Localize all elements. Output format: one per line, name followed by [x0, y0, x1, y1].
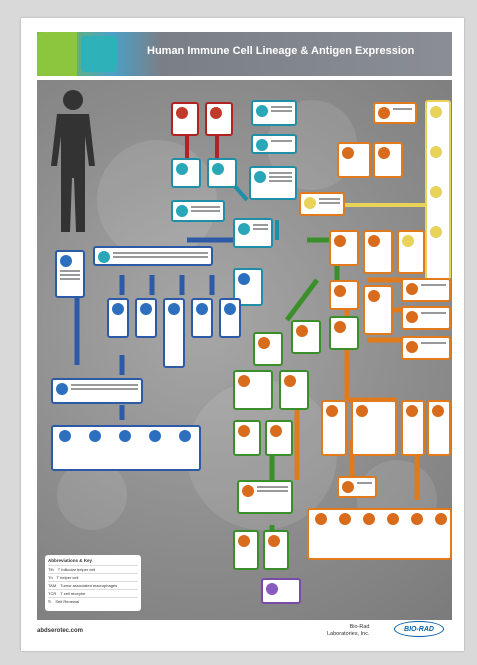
nk-t-cell-node [373, 142, 403, 178]
cd8-effector-t-cell-node [427, 400, 451, 456]
follicular-b-cell-node [233, 370, 273, 410]
marginal-zone-b-cell-node [279, 370, 309, 410]
cd8-memory-t-cell-node [401, 400, 425, 456]
t-helper-subsets-node [307, 508, 452, 560]
natural-killer-t-cell-node [401, 278, 451, 302]
gamma-delta-t-cell-node [401, 306, 451, 330]
plasmacytoid-dendritic-cell-node [337, 142, 371, 178]
basophil-node [135, 298, 157, 338]
natural-killer-cell-node [373, 102, 417, 124]
regulatory-t-cell-node [337, 476, 377, 498]
plasmablast-node [233, 530, 259, 570]
mast-cell-node [219, 298, 241, 338]
poster: Human Immune Cell Lineage & Antigen Expr… [21, 18, 464, 651]
common-lymphoid-progenitor-node [299, 192, 345, 216]
footer-company: Bio-Rad Laboratories, Inc. [327, 624, 370, 637]
double-negative-thymocyte-node [363, 230, 393, 274]
pro-b-cell-node [329, 230, 359, 266]
macrophage-node [51, 378, 143, 404]
self-renewal-icon: ↻ [48, 599, 52, 604]
footer-url[interactable]: abdserotec.com [37, 628, 84, 634]
short-term-stem-cell-node [251, 134, 297, 154]
granulocyte-monocyte-progenitor-node [93, 246, 213, 266]
multipotent-progenitor-node [249, 166, 297, 200]
immature-b-cell-node [329, 316, 359, 350]
long-term-stem-cell-node [251, 100, 297, 126]
innate-lymphoid-cells-column [425, 100, 451, 280]
activated-b-cell-node [237, 480, 293, 514]
eosinophil-node [163, 298, 185, 368]
lymphocyte-progenitor-node [233, 268, 263, 306]
poster-header: Human Immune Cell Lineage & Antigen Expr… [37, 32, 452, 76]
plasma-cell-node [261, 578, 301, 604]
common-myeloid-progenitor-node [233, 218, 273, 248]
innate-lymphoid-progenitor-node [397, 230, 425, 274]
neutrophil-node [107, 298, 129, 338]
platelet-node [205, 102, 233, 136]
double-positive-thymocyte-node [363, 285, 393, 335]
proerythroblast-node [171, 158, 201, 188]
dendritic-cell-node [191, 298, 213, 338]
legend-row: ↻Self Renewal [48, 597, 138, 605]
macrophage-subtypes-node [51, 425, 201, 471]
memory-b-cell-node [265, 420, 293, 456]
header-green-block [37, 32, 77, 76]
mature-b-cell-node [253, 332, 283, 366]
poster-title: Human Immune Cell Lineage & Antigen Expr… [147, 45, 415, 57]
germinal-center-b-cell-node [233, 420, 261, 456]
legend-title: Abbreviations & Key [48, 558, 93, 563]
human-silhouette-icon [51, 90, 95, 232]
transitional-b-cell-node [291, 320, 321, 354]
megakaryocyte-erythroid-progenitor-node [171, 200, 225, 222]
mait-t-cell-node [401, 336, 451, 360]
monocyte-node [55, 250, 85, 298]
cd4-memory-t-cell-node [321, 400, 347, 456]
erythrocyte-node [171, 102, 199, 136]
megakaryocyte-node [207, 158, 237, 188]
pre-b-cell-node [329, 280, 359, 310]
cd4-t-cell-node [351, 400, 397, 456]
header-teal-block [81, 36, 117, 72]
bio-rad-logo: BIO-RAD [394, 621, 444, 637]
memory-b-cell-2-node [263, 530, 289, 570]
